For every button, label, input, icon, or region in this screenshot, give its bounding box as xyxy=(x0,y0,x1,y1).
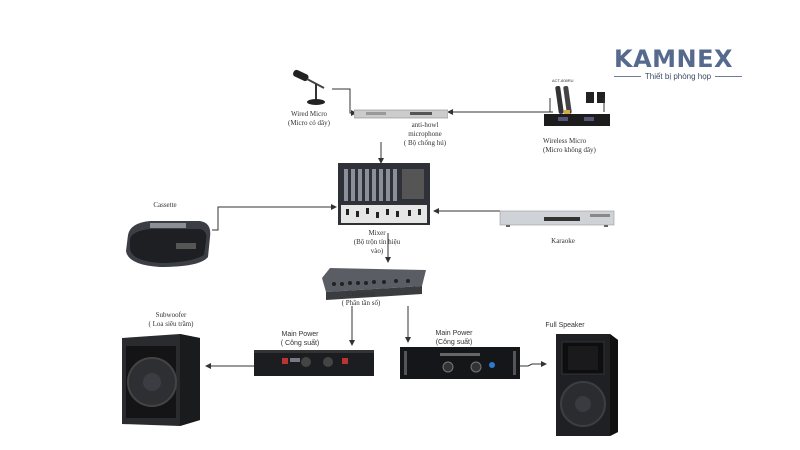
main-power-1-label: Main Power ( Công suất) xyxy=(280,331,320,347)
divider xyxy=(715,76,742,77)
wired-micro-label: Wired Micro (Micro có dây) xyxy=(288,110,330,127)
karaoke-label: Karaoke xyxy=(551,237,575,245)
crossover-unit-icon xyxy=(322,268,426,300)
wireless-model: ACT-808RU xyxy=(552,78,574,83)
brand-logo: KAMNEX Thiết bị phòng họp xyxy=(614,47,742,81)
power-amplifier-1-icon xyxy=(254,350,374,376)
divider xyxy=(614,76,641,77)
power-amplifier-2-icon xyxy=(400,347,520,379)
subwoofer-label: Subwoofer ( Loa siêu trầm) xyxy=(148,311,194,328)
mixer-label: Mixer (Bộ trộn tín hiệu vào) xyxy=(353,229,401,255)
brand-tagline-row: Thiết bị phòng họp xyxy=(614,72,742,81)
wireless-microphone-receiver-icon xyxy=(544,85,610,126)
cassette-player-icon xyxy=(126,221,211,267)
anti-howl-label: anti-howl microphone ( Bộ chống hú) xyxy=(403,121,447,147)
wired-microphone-icon xyxy=(293,69,325,105)
full-range-speaker-icon xyxy=(556,334,618,436)
subwoofer-speaker-icon xyxy=(122,334,200,426)
mixer-console-icon xyxy=(338,163,430,225)
anti-howl-unit-icon xyxy=(354,109,448,119)
main-power-2-label: Main Power (Công suất) xyxy=(435,330,473,346)
full-speaker-label: Full Speaker xyxy=(545,322,585,329)
wire-wiredmic-antihowl xyxy=(332,88,357,116)
crossover-label: Crossover ( Phân tần số) xyxy=(341,290,381,307)
wire-cassette-mixer xyxy=(212,204,337,231)
brand-tagline: Thiết bị phòng họp xyxy=(644,72,712,81)
cassette-label: Cassette xyxy=(153,201,177,209)
karaoke-player-icon xyxy=(499,210,615,227)
brand-name: KAMNEX xyxy=(614,45,734,73)
wire-power2-fullspeaker xyxy=(518,361,547,367)
wireless-micro-label: Wireless Micro (Micro không dây) xyxy=(543,137,596,154)
